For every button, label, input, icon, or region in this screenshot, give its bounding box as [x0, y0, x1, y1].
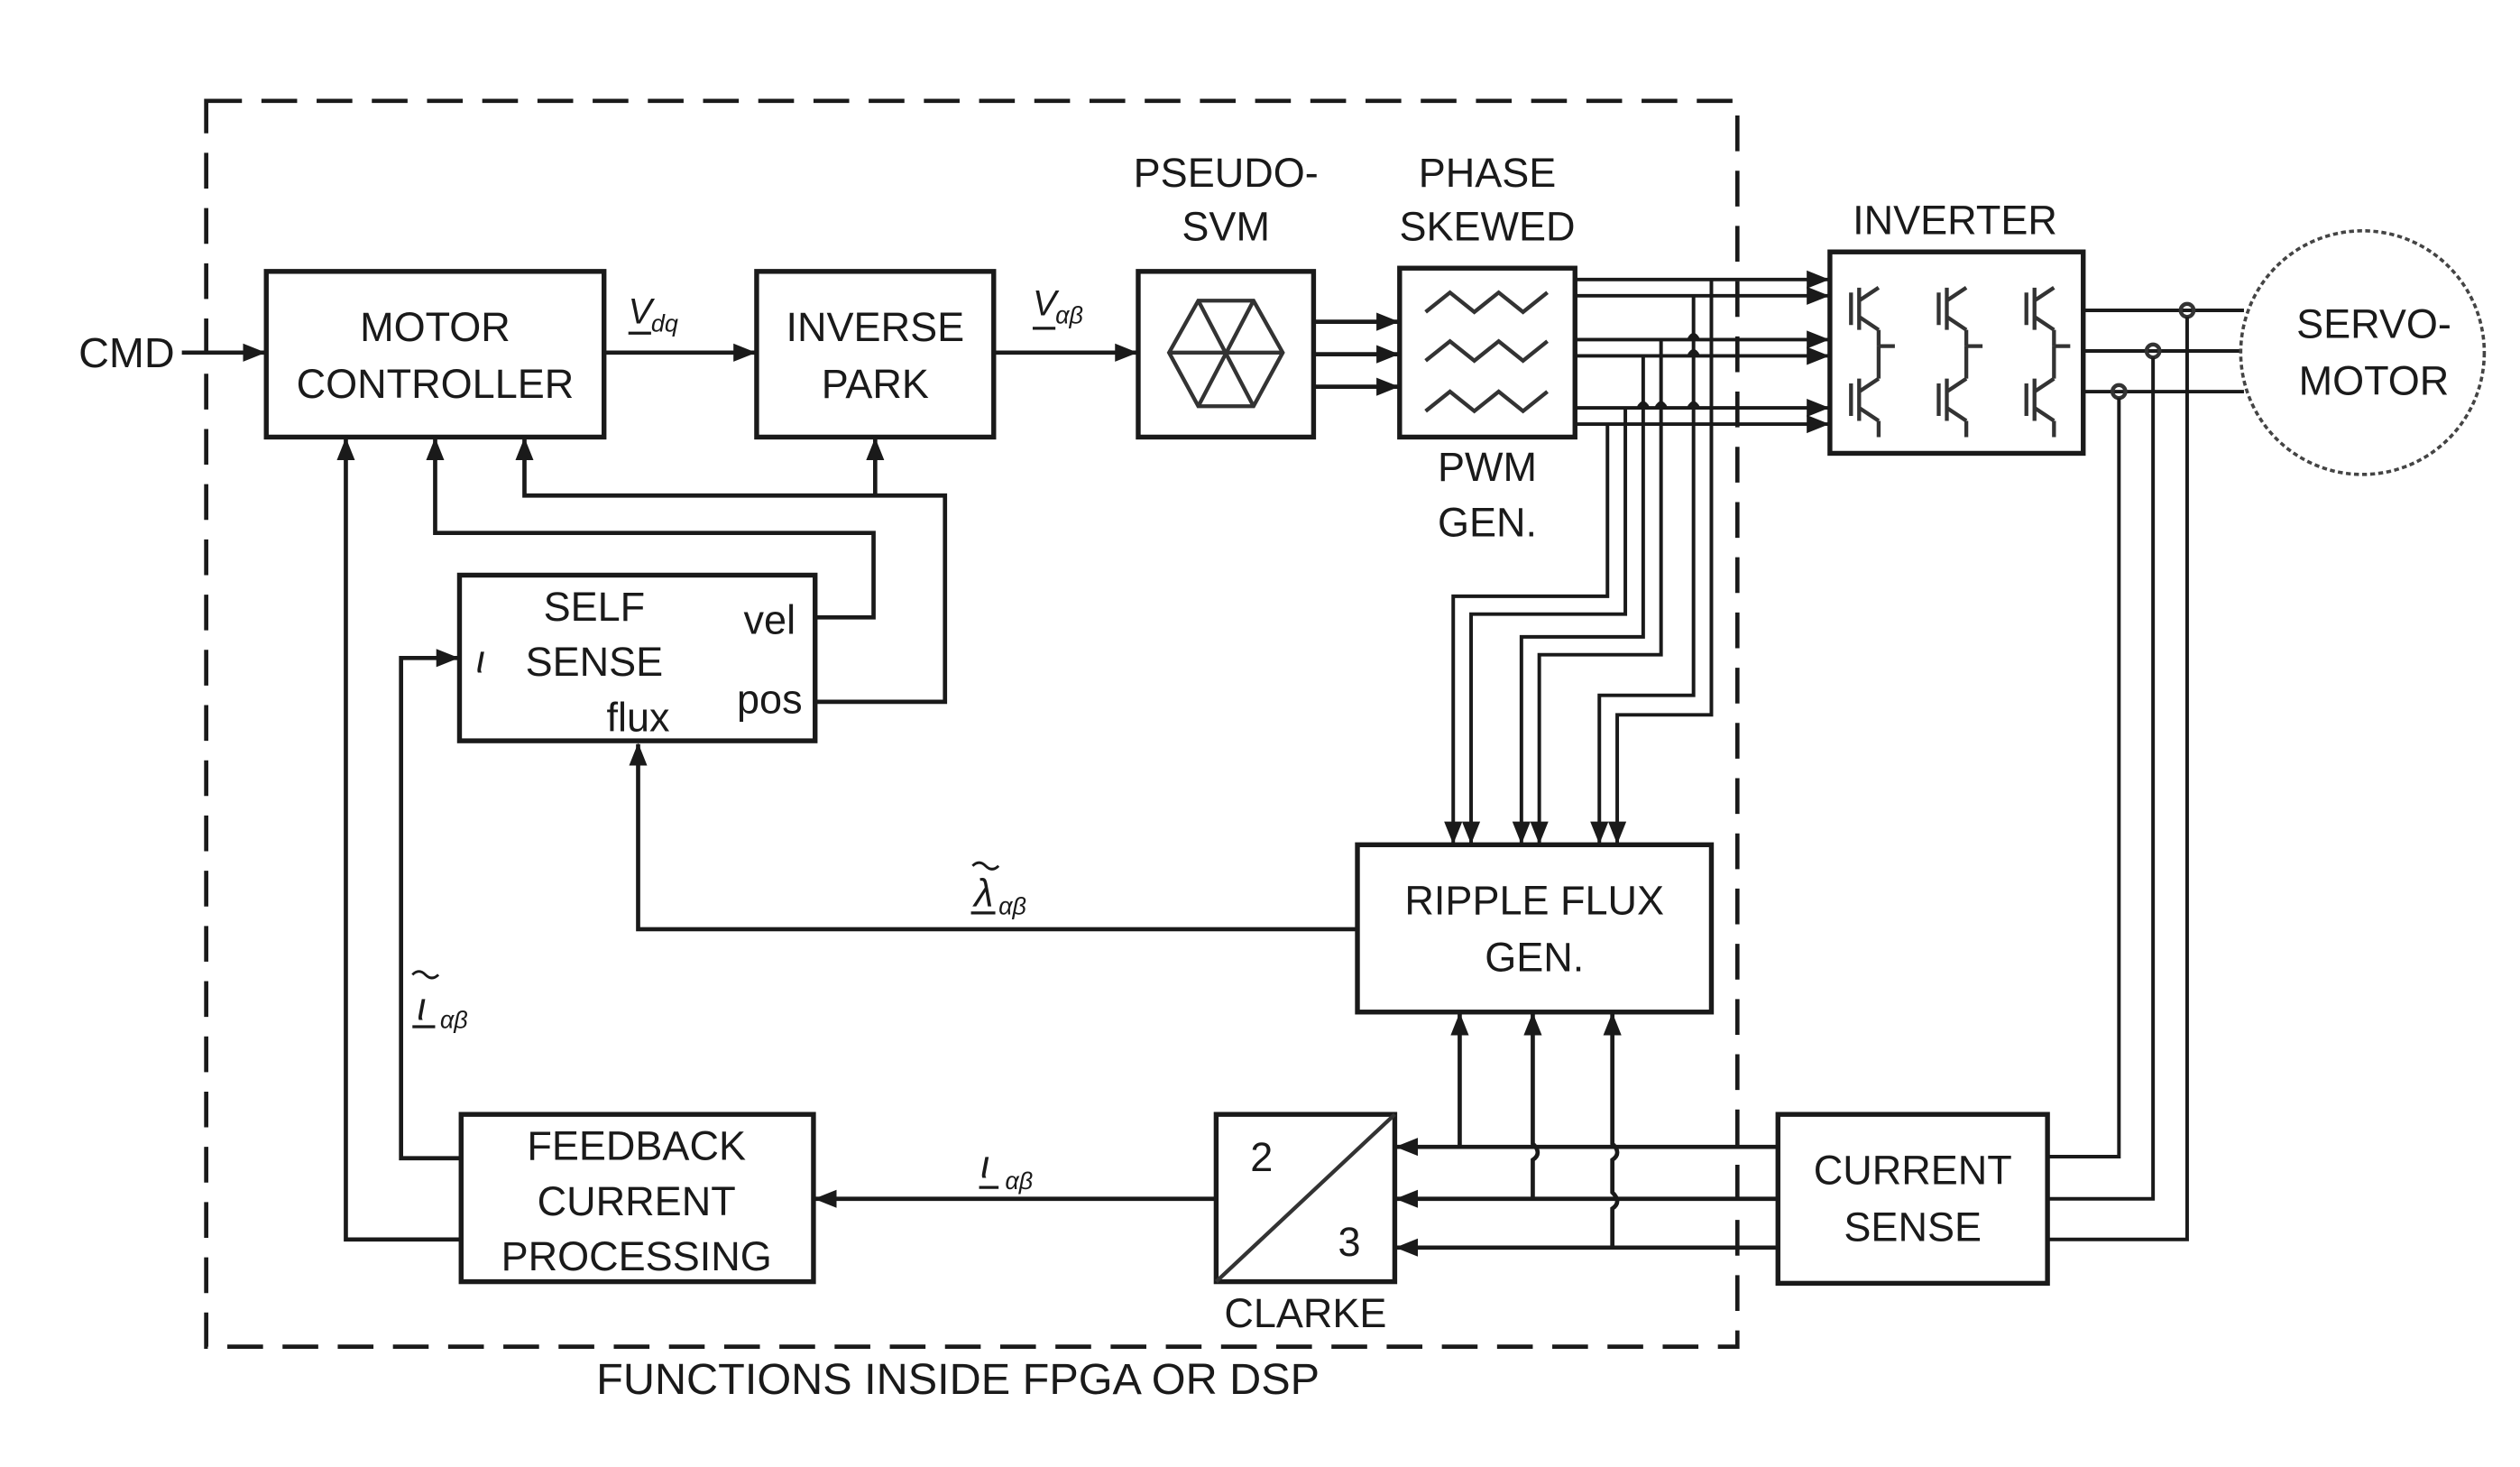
inverse-park-block: INVERSE PARK	[757, 272, 994, 438]
svg-text:GEN.: GEN.	[1438, 499, 1537, 545]
vab-signal-label: V αβ	[1033, 283, 1083, 328]
svg-text:SERVO-: SERVO-	[2296, 301, 2451, 347]
svg-text:MOTOR: MOTOR	[360, 304, 510, 350]
lambda-signal-label: λ αβ	[971, 863, 1026, 920]
svg-text:PWM: PWM	[1438, 444, 1537, 490]
svg-text:CLARKE: CLARKE	[1224, 1290, 1386, 1336]
fpga-caption: FUNCTIONS INSIDE FPGA OR DSP	[596, 1355, 1320, 1404]
svg-text:αβ: αβ	[440, 1007, 468, 1034]
current-taps-to-ripple-flux	[1459, 1014, 1617, 1248]
svg-text:3: 3	[1338, 1219, 1360, 1265]
pseudo-svm-block: PSEUDO- SVM	[1134, 150, 1319, 437]
svg-text:PHASE: PHASE	[1419, 150, 1557, 196]
svg-text:INVERTER: INVERTER	[1853, 197, 2057, 243]
svg-text:dq: dq	[651, 309, 678, 337]
self-sense-block: SELF SENSE flux vel pos ι	[459, 575, 814, 741]
svg-text:FEEDBACK: FEEDBACK	[527, 1123, 746, 1169]
svg-text:flux: flux	[606, 694, 670, 740]
svg-text:MOTOR: MOTOR	[2299, 358, 2450, 404]
svg-text:SENSE: SENSE	[1844, 1204, 1982, 1250]
svg-text:INVERSE: INVERSE	[786, 304, 965, 350]
svg-text:SENSE: SENSE	[526, 639, 664, 685]
svg-text:CURRENT: CURRENT	[1814, 1148, 2012, 1194]
motor-controller-block: MOTOR CONTROLLER	[266, 272, 603, 438]
svg-text:PROCESSING: PROCESSING	[501, 1233, 772, 1279]
current-to-clarke-lines	[1396, 1147, 1778, 1248]
feedback-to-motor-controller	[345, 438, 461, 1240]
feedback-current-processing-block: FEEDBACK CURRENT PROCESSING	[461, 1114, 814, 1281]
svg-text:λ: λ	[972, 872, 993, 916]
svg-text:CONTROLLER: CONTROLLER	[297, 361, 575, 407]
svg-text:SKEWED: SKEWED	[1400, 204, 1576, 250]
svg-text:CURRENT: CURRENT	[538, 1178, 736, 1224]
svg-text:ι: ι	[980, 1143, 989, 1186]
pwm-to-inverter-lines	[1575, 280, 1828, 424]
svg-text:PARK: PARK	[822, 361, 929, 407]
vdq-signal-label: V dq	[629, 291, 678, 337]
svg-text:SVM: SVM	[1182, 204, 1270, 250]
servo-motor: SERVO- MOTOR	[2240, 231, 2484, 475]
svg-text:ι: ι	[476, 638, 485, 681]
iab-tilde-signal-label: ι αβ	[412, 972, 467, 1034]
clarke-block: 2 3 CLARKE	[1216, 1114, 1394, 1336]
svg-text:αβ: αβ	[998, 893, 1026, 920]
current-sense-block: CURRENT SENSE	[1778, 1114, 2047, 1283]
inverter-block: INVERTER	[1830, 197, 2083, 453]
svg-text:vel: vel	[744, 596, 796, 642]
cmd-label: CMD	[78, 329, 175, 376]
svg-text:2: 2	[1250, 1134, 1273, 1180]
svg-text:SELF: SELF	[544, 584, 646, 630]
feedback-to-self-sense	[401, 658, 462, 1158]
svg-text:αβ: αβ	[1005, 1167, 1033, 1195]
svg-text:RIPPLE FLUX: RIPPLE FLUX	[1404, 878, 1664, 924]
svg-text:GEN.: GEN.	[1485, 935, 1584, 981]
svg-text:ι: ι	[418, 986, 427, 1029]
svg-text:αβ: αβ	[1055, 301, 1083, 328]
svg-text:pos: pos	[737, 676, 803, 722]
ripple-flux-gen-block: RIPPLE FLUX GEN.	[1357, 844, 1711, 1011]
iab-signal-label: ι αβ	[979, 1143, 1034, 1195]
pwm-gen-block: PHASE SKEWED PWM GEN.	[1400, 150, 1576, 545]
svg-text:PSEUDO-: PSEUDO-	[1134, 150, 1319, 196]
